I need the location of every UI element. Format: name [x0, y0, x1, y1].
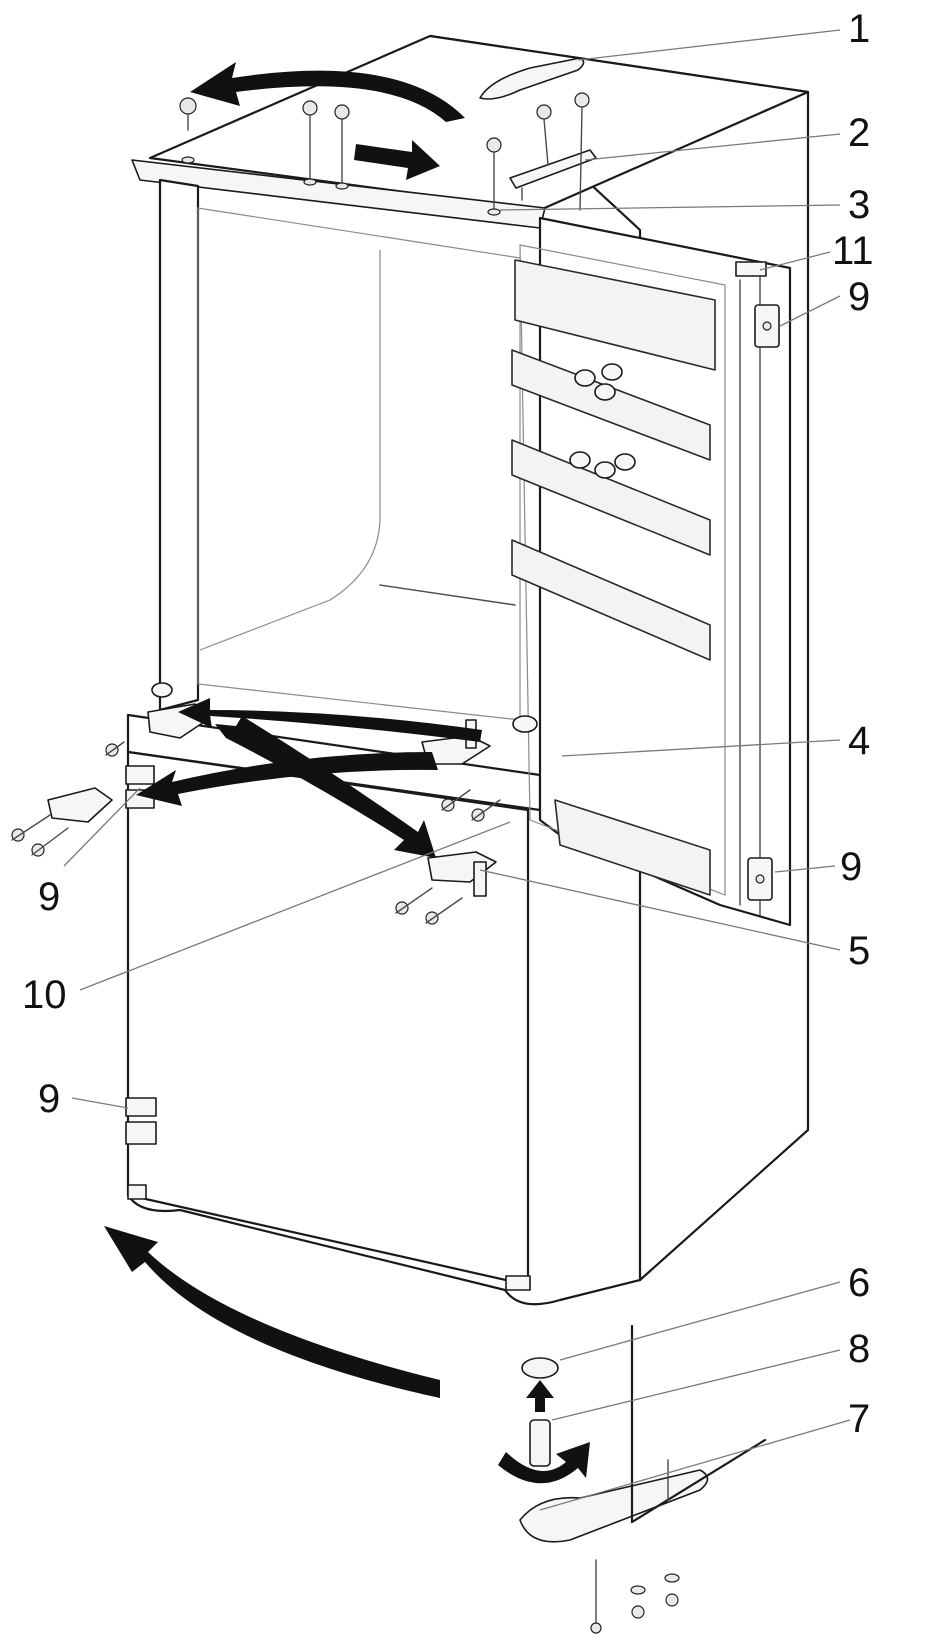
cabinet-left-wall [158, 178, 200, 712]
callout-label: 4 [848, 719, 870, 763]
freezer-left-hinge-lower [125, 1097, 157, 1145]
refrigerator-door [511, 216, 792, 927]
leader-9a [779, 295, 841, 327]
screw [441, 789, 471, 812]
leader-2 [584, 133, 841, 161]
callout-label: 7 [848, 1397, 870, 1441]
screw [179, 97, 197, 164]
door-hinge-lower [747, 857, 773, 901]
callout-label: 9 [38, 1077, 60, 1121]
fridge-interior-corner [199, 250, 381, 651]
bottom-hinge-parts [519, 1324, 767, 1543]
screw [334, 104, 350, 190]
straight-arrow-right [354, 140, 440, 180]
leader-5 [479, 869, 841, 951]
leader-9b [774, 865, 836, 873]
leader-4 [561, 739, 841, 757]
leader-7 [539, 1419, 851, 1511]
screw [425, 897, 463, 925]
curved-arrow-bottom [104, 1226, 440, 1398]
base-corner-right [505, 1275, 531, 1291]
screw [395, 887, 433, 915]
screws [11, 92, 680, 1634]
screw [664, 1573, 680, 1607]
egg-tray-1 [574, 363, 623, 401]
door-shelf-3 [511, 539, 711, 661]
callout-label: 6 [848, 1261, 870, 1305]
door-dairy-compartment [514, 259, 716, 371]
up-arrow-small [526, 1380, 554, 1412]
egg-tray-2 [569, 451, 636, 479]
leader-10 [79, 821, 511, 991]
callout-label: 1 [848, 7, 870, 51]
callout-label: 3 [848, 183, 870, 227]
callout-label: 9 [38, 875, 60, 919]
screw [471, 799, 501, 822]
cabinet-base [126, 1193, 642, 1306]
leader-9d [71, 1097, 129, 1109]
callout-label: 9 [840, 845, 862, 889]
hinge-left-loose [47, 787, 113, 823]
door-shelf-2 [511, 439, 711, 556]
top-hinge-bracket [509, 149, 597, 201]
door-shelf-1 [511, 349, 711, 461]
callout-label: 9 [848, 275, 870, 319]
callout-label: 8 [848, 1327, 870, 1371]
screw [574, 92, 590, 211]
leader-3 [499, 204, 841, 211]
callout-label: 5 [848, 929, 870, 973]
leader-lines [63, 29, 851, 1511]
callout-label: 10 [22, 973, 67, 1017]
leader-6 [559, 1281, 841, 1361]
callout-label: 11 [832, 229, 874, 273]
callout-label: 2 [848, 111, 870, 155]
door-hinge-upper [754, 304, 780, 348]
screw [11, 814, 51, 842]
door-inner-liner [519, 244, 726, 896]
bottom-hinge-plate [519, 1469, 709, 1543]
hinge-pin [529, 1419, 551, 1467]
screw [536, 104, 552, 166]
freezer-door [126, 750, 530, 1287]
motion-arrows [104, 62, 590, 1484]
leader-11 [759, 251, 831, 271]
curved-arrow-top [190, 62, 465, 122]
screw [302, 100, 318, 186]
washer [521, 1357, 559, 1379]
hinge-cover [479, 57, 585, 100]
leader-8 [551, 1349, 841, 1421]
arrow-to-left-hinge [136, 752, 438, 806]
base-corner-left [127, 1184, 147, 1200]
leader-9c [63, 787, 141, 867]
screw [486, 137, 502, 216]
leader-1 [577, 29, 841, 61]
screw [590, 1559, 602, 1634]
callout-numbers: 1 2 3 11 9 4 9 9 5 10 9 6 8 7 [22, 7, 874, 1441]
interior-shelf-edge [379, 584, 516, 606]
screw [630, 1585, 646, 1619]
screw [31, 827, 69, 857]
door-bottom-bin [554, 799, 711, 896]
freezer-hinge [427, 851, 497, 897]
arrow-to-top-hinge [178, 698, 482, 742]
diagonal-arrow-down [215, 716, 436, 858]
screw [105, 741, 125, 757]
fridge-interior-back [197, 207, 521, 721]
cabinet-bottom-edge [630, 1438, 767, 1524]
rotate-arrow [498, 1442, 590, 1484]
